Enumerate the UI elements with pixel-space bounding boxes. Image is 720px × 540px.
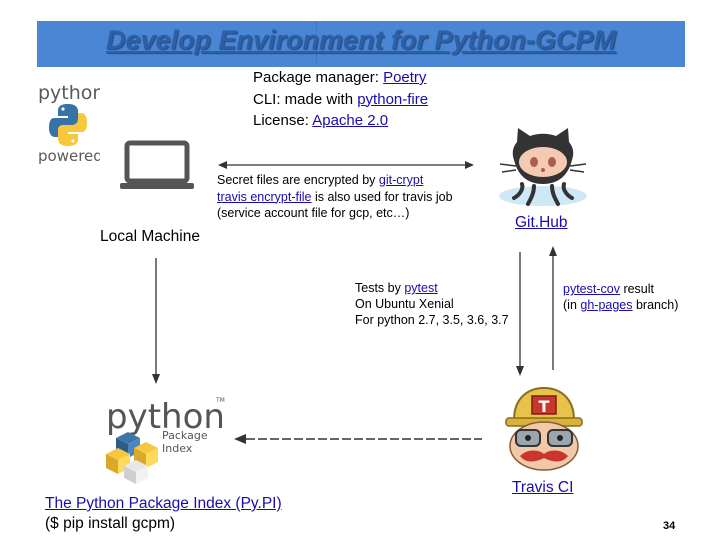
pip-install-command: ($ pip install gcpm) <box>45 515 176 532</box>
travis-encrypt-file-link[interactable]: travis encrypt-file <box>217 189 312 204</box>
title-bar <box>37 21 685 67</box>
github-to-travis-arrow <box>516 252 524 376</box>
travis-to-pypi-arrow <box>234 434 482 444</box>
python-powered-top-text: python <box>38 82 100 104</box>
python-powered-bottom-text: powered <box>38 147 100 165</box>
pypi-caption: The Python Package Index (Py.PI) ($ pip … <box>45 494 282 534</box>
github-label[interactable]: Git.Hub <box>515 214 568 231</box>
project-info: Package manager: Poetry CLI: made with p… <box>253 67 428 132</box>
sync-arrow <box>218 161 474 169</box>
pypi-logo: python TM Package Index <box>106 397 225 484</box>
python-snake-icon <box>49 104 87 146</box>
gh-pages-link[interactable]: gh-pages <box>580 298 633 313</box>
tests-note: Tests by pytest On Ubuntu Xenial For pyt… <box>355 280 509 329</box>
local-machine-label: Local Machine <box>100 228 200 245</box>
pypi-cubes-icon <box>106 432 158 484</box>
secret-files-note: Secret files are encrypted by git-crypt … <box>217 172 453 222</box>
secret-line2-text: is also used for travis job <box>311 189 453 204</box>
secret-line3-text: (service account file for gcp, etc…) <box>217 206 410 220</box>
travis-badge-letter: T <box>539 397 550 416</box>
python-powered-logo: python powered <box>38 82 100 165</box>
coverage-line1-text: result <box>619 282 655 296</box>
title-divider <box>316 22 319 66</box>
coverage-line2-post: branch) <box>632 298 679 313</box>
git-crypt-link[interactable]: git-crypt <box>378 173 424 187</box>
pypi-logo-sub2: Index <box>162 442 193 455</box>
pypi-logo-tm: TM <box>215 397 225 404</box>
pypi-logo-sub1: Package <box>162 429 208 442</box>
pytest-link[interactable]: pytest <box>404 281 438 295</box>
pypi-logo-word: python <box>106 397 225 437</box>
coverage-note: pytest-cov result (in gh-pages branch) <box>563 281 678 313</box>
page-number: 34 <box>663 520 676 532</box>
laptop-icon <box>120 140 194 189</box>
secret-line1-text: Secret files are encrypted by <box>217 173 379 187</box>
pypi-link[interactable]: The Python Package Index (Py.PI) <box>45 495 282 512</box>
package-manager-label: Package manager: <box>253 69 384 86</box>
coverage-line2-pre: (in <box>563 298 581 313</box>
travis-ci-label[interactable]: Travis CI <box>512 479 574 496</box>
pytest-cov-link[interactable]: pytest-cov <box>563 282 620 296</box>
slide-title: Develop Environment for Python-GCPM <box>105 25 617 55</box>
apache-license-link[interactable]: Apache 2.0 <box>312 112 389 129</box>
travis-to-github-arrow <box>549 246 557 370</box>
poetry-link[interactable]: Poetry <box>383 69 427 86</box>
license-label: License: <box>253 112 313 129</box>
tests-line3-text: For python 2.7, 3.5, 3.6, 3.7 <box>355 313 509 328</box>
travis-ci-mascot-icon: T <box>505 386 583 471</box>
local-to-pypi-arrow <box>152 258 160 384</box>
tests-line2-text: On Ubuntu Xenial <box>355 297 454 312</box>
github-octocat-icon <box>499 128 587 206</box>
python-fire-link[interactable]: python-fire <box>357 90 429 108</box>
cli-label: CLI: made with <box>253 90 358 108</box>
tests-line1-text: Tests by <box>355 281 405 295</box>
